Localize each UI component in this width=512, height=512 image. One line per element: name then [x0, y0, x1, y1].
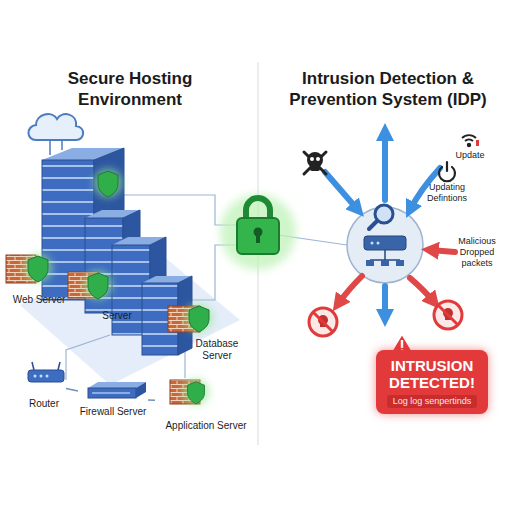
- server-label-box: Web Server: [2, 290, 76, 306]
- node-title: Web Server: [13, 294, 66, 306]
- malicious-arrow: [338, 250, 455, 304]
- node-title: INTRUSION DETECTED!: [380, 357, 484, 391]
- icon-caption: Updating Defintions: [416, 182, 478, 204]
- blocked-icon: [309, 308, 337, 336]
- application-server-icon: [170, 379, 209, 405]
- network-link: [66, 388, 78, 390]
- router-icon: [28, 362, 64, 382]
- traffic-arrow: [325, 132, 440, 318]
- section-heading: Intrusion Detection & Prevention System …: [270, 68, 506, 110]
- server-label-box: Database Server: [188, 332, 246, 362]
- blocked-icon: [434, 301, 462, 329]
- network-wire: [66, 195, 347, 380]
- server-label-box: Server: [92, 306, 142, 322]
- node-detail: Log log senpertinds: [387, 395, 478, 408]
- application-server-node: Application Server: [155, 374, 257, 432]
- icon-caption: Update: [445, 150, 495, 161]
- padlock: [220, 194, 296, 270]
- node-title: Database Server: [188, 338, 246, 362]
- security-shield: [24, 169, 213, 332]
- skull-icon: [304, 152, 326, 174]
- power-icon: [439, 162, 455, 181]
- node-title: Server: [102, 310, 131, 322]
- firewall-server-icon: [88, 382, 146, 398]
- idp-device: [347, 205, 423, 283]
- arrow-caption: Malicious Dropped packets: [447, 236, 507, 269]
- node-title: Router: [29, 398, 59, 410]
- node-title: Application Server: [165, 420, 246, 432]
- node-title: Firewall Server: [80, 406, 147, 418]
- network-link: [148, 399, 155, 401]
- firewall-server-node: Firewall Server: [78, 378, 148, 418]
- alert-box: INTRUSION DETECTED! Log log senpertinds: [376, 350, 488, 414]
- router-node: Router: [22, 358, 66, 410]
- wifi-icon: [462, 135, 479, 146]
- section-heading: Secure Hosting Environment: [20, 68, 240, 110]
